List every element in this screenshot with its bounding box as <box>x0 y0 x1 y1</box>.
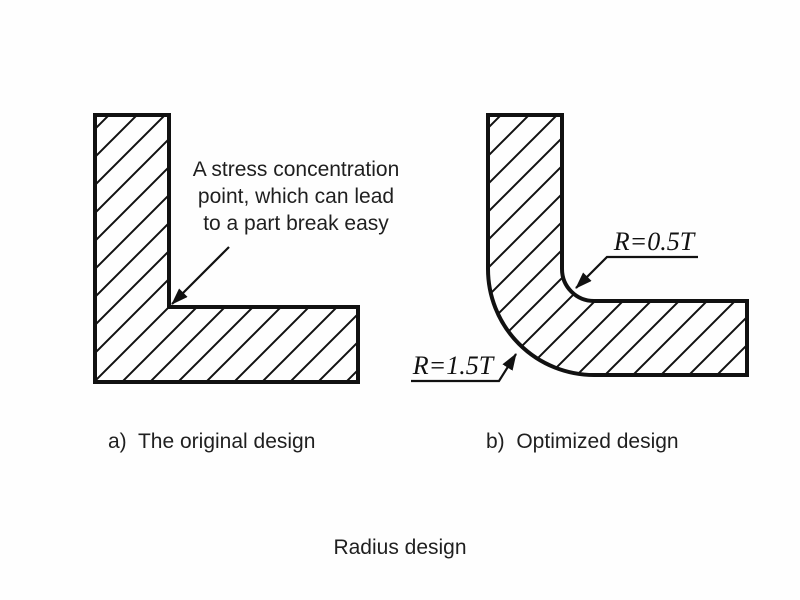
inner-radius-label: R=0.5T <box>613 227 695 256</box>
caption-optimized-design: b) Optimized design <box>486 430 679 453</box>
stress-annotation: A stress concentration point, which can … <box>192 158 400 235</box>
original-design-cross-section <box>93 113 360 384</box>
optimized-design-cross-section <box>486 113 749 377</box>
outer-radius-leader-arrow-icon <box>411 353 517 383</box>
inner-radius-leader-arrow-icon <box>575 255 698 289</box>
outer-radius-label: R=1.5T <box>412 351 494 380</box>
stress-point-arrow-icon <box>171 246 230 305</box>
figure-title: Radius design <box>333 536 467 559</box>
caption-original-design: a) The original design <box>108 430 316 453</box>
